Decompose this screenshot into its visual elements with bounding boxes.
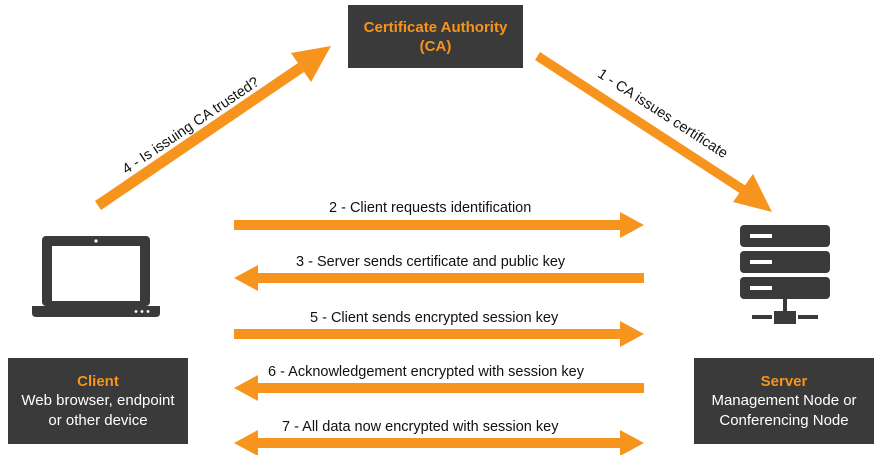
step-6-label: 6 - Acknowledgement encrypted with sessi…: [268, 364, 584, 380]
client-line-1: Web browser, endpoint: [21, 391, 175, 409]
server-line-2: Conferencing Node: [719, 411, 849, 429]
client-line-2: or other device: [48, 411, 148, 429]
server-title: Server: [760, 372, 808, 390]
arrow-step-6: [234, 375, 644, 401]
arrow-step-2: [234, 212, 644, 238]
arrow-step-3: [234, 265, 644, 291]
arrow-step-1: [535, 52, 772, 212]
ca-box: Certificate Authority (CA): [348, 5, 523, 68]
server-line-1: Management Node or: [711, 391, 857, 409]
arrow-step-5: [234, 321, 644, 347]
arrow-step-7: [234, 430, 644, 455]
client-box: Client Web browser, endpoint or other de…: [8, 358, 188, 444]
step-5-label: 5 - Client sends encrypted session key: [310, 310, 559, 326]
arrow-step-4: [95, 46, 331, 210]
step-2-label: 2 - Client requests identification: [329, 200, 532, 216]
laptop-icon: [32, 236, 160, 317]
server-box: Server Management Node or Conferencing N…: [694, 358, 874, 444]
ca-title: Certificate Authority: [363, 18, 508, 36]
step-7-label: 7 - All data now encrypted with session …: [282, 419, 559, 435]
step-3-label: 3 - Server sends certificate and public …: [296, 254, 566, 270]
client-title: Client: [77, 372, 119, 390]
server-rack-icon: [740, 225, 830, 324]
ca-subtitle: (CA): [419, 37, 452, 55]
